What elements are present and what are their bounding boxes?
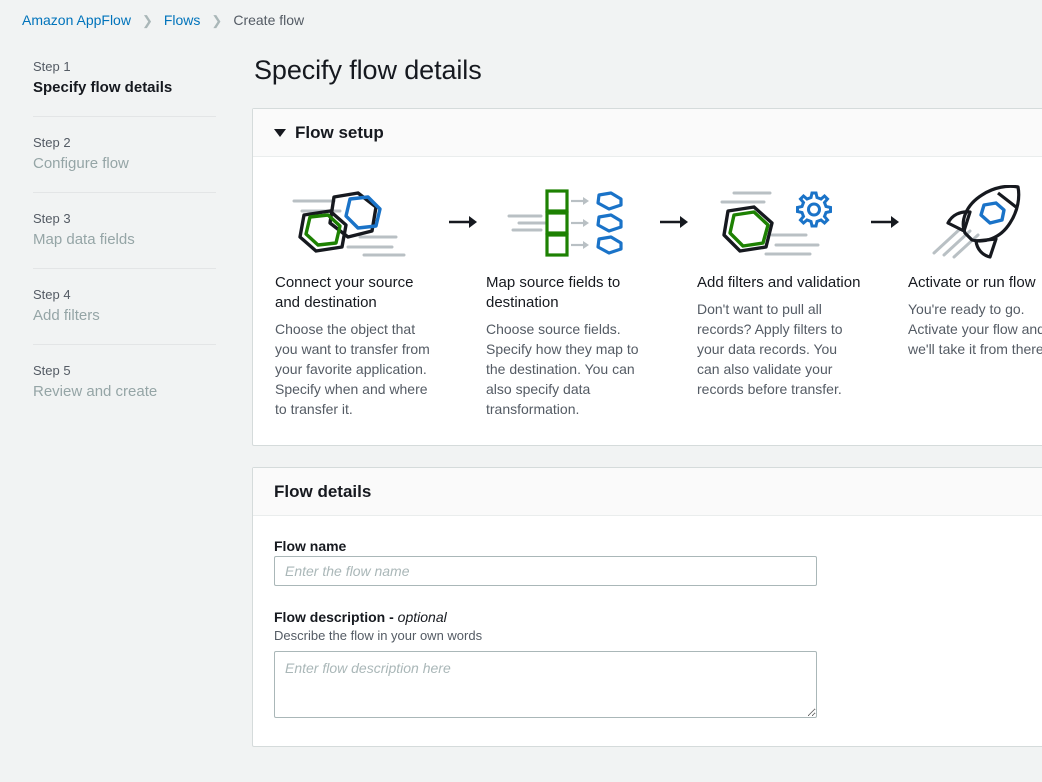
sidebar-divider xyxy=(33,268,216,269)
sidebar-step-5[interactable]: Step 5 Review and create xyxy=(33,362,252,402)
flow-setup-column-3-heading: Add filters and validation xyxy=(697,274,861,291)
arrow-right-icon-2 xyxy=(651,183,697,261)
page-layout: Step 1 Specify flow details Step 2 Confi… xyxy=(0,40,1042,768)
flow-setup-column-4-description: You're ready to go. Activate your flow a… xyxy=(908,301,1042,357)
flow-details-header: Flow details xyxy=(253,468,1042,516)
flow-setup-column-4-heading: Activate or run flow xyxy=(908,274,1036,291)
breadcrumb-separator-icon: ❯ xyxy=(141,12,153,28)
breadcrumb-item-amazon-appflow[interactable]: Amazon AppFlow xyxy=(22,12,131,28)
sidebar-step-2-label: Configure flow xyxy=(33,155,129,172)
breadcrumb: Amazon AppFlow ❯ Flows ❯ Create flow xyxy=(0,0,1042,40)
flow-name-field-group: Flow name xyxy=(274,537,1042,586)
flow-setup-header[interactable]: Flow setup xyxy=(253,109,1042,157)
flow-setup-column-1: Connect your source and destination Choo… xyxy=(275,183,440,419)
sidebar-step-3-label: Map data fields xyxy=(33,231,135,248)
flow-setup-column-1-heading: Connect your source and destination xyxy=(275,274,414,311)
flow-description-label-text: Flow description - xyxy=(274,609,398,625)
flow-setup-column-3: Add filters and validation Don't want to… xyxy=(697,183,862,399)
chevron-down-icon[interactable] xyxy=(274,129,286,137)
flow-description-optional-tag: optional xyxy=(397,609,447,625)
flow-setup-column-4: Activate or run flow You're ready to go.… xyxy=(908,183,1042,359)
flow-setup-steps-illustration: Connect your source and destination Choo… xyxy=(253,157,1042,445)
sidebar-step-1-label: Specify flow details xyxy=(33,79,173,96)
map-fields-icon xyxy=(486,183,651,261)
sidebar-step-2[interactable]: Step 2 Configure flow xyxy=(33,134,252,174)
breadcrumb-item-create-flow: Create flow xyxy=(233,12,305,28)
flow-setup-column-1-description: Choose the object that you want to trans… xyxy=(275,321,430,417)
connect-source-destination-icon xyxy=(275,183,440,261)
sidebar-step-4-label: Add filters xyxy=(33,307,100,324)
sidebar-step-5-number: Step 5 xyxy=(33,363,71,378)
main-content: Specify flow details Flow setup xyxy=(252,40,1042,768)
sidebar-divider xyxy=(33,116,216,117)
flow-description-label: Flow description - optional xyxy=(274,609,447,625)
wizard-steps-sidebar: Step 1 Specify flow details Step 2 Confi… xyxy=(0,40,252,402)
filters-validation-icon xyxy=(697,183,862,261)
sidebar-step-4-number: Step 4 xyxy=(33,287,71,302)
breadcrumb-item-flows[interactable]: Flows xyxy=(163,12,201,28)
flow-setup-column-2-heading: Map source fields to destination xyxy=(486,274,621,311)
flow-details-panel: Flow details Flow name Flow description … xyxy=(252,467,1042,747)
flow-description-field-group: Flow description - optional Describe the… xyxy=(274,608,1042,718)
flow-setup-panel: Flow setup xyxy=(252,108,1042,446)
sidebar-step-1[interactable]: Step 1 Specify flow details xyxy=(33,58,252,98)
arrow-right-icon-3 xyxy=(862,183,908,261)
sidebar-step-3[interactable]: Step 3 Map data fields xyxy=(33,210,252,250)
flow-name-input[interactable] xyxy=(274,556,817,586)
arrow-right-icon-1 xyxy=(440,183,486,261)
flow-setup-column-2-description: Choose source fields. Specify how they m… xyxy=(486,321,639,417)
rocket-icon xyxy=(908,183,1042,261)
flow-setup-column-3-description: Don't want to pull all records? Apply fi… xyxy=(697,301,843,397)
sidebar-step-5-label: Review and create xyxy=(33,383,158,400)
sidebar-divider xyxy=(33,344,216,345)
flow-setup-column-2: Map source fields to destination Choose … xyxy=(486,183,651,419)
sidebar-divider xyxy=(33,192,216,193)
breadcrumb-separator-icon: ❯ xyxy=(211,12,223,28)
page-title: Specify flow details xyxy=(254,55,482,85)
sidebar-step-4[interactable]: Step 4 Add filters xyxy=(33,286,252,326)
flow-description-hint: Describe the flow in your own words xyxy=(274,628,483,643)
flow-details-title: Flow details xyxy=(274,482,372,501)
sidebar-step-2-number: Step 2 xyxy=(33,135,71,150)
sidebar-step-3-number: Step 3 xyxy=(33,211,71,226)
flow-name-label: Flow name xyxy=(274,538,347,554)
flow-details-form: Flow name Flow description - optional De… xyxy=(253,516,1042,746)
sidebar-step-1-number: Step 1 xyxy=(33,59,71,74)
flow-description-textarea[interactable] xyxy=(274,651,817,718)
flow-setup-title: Flow setup xyxy=(295,123,384,142)
